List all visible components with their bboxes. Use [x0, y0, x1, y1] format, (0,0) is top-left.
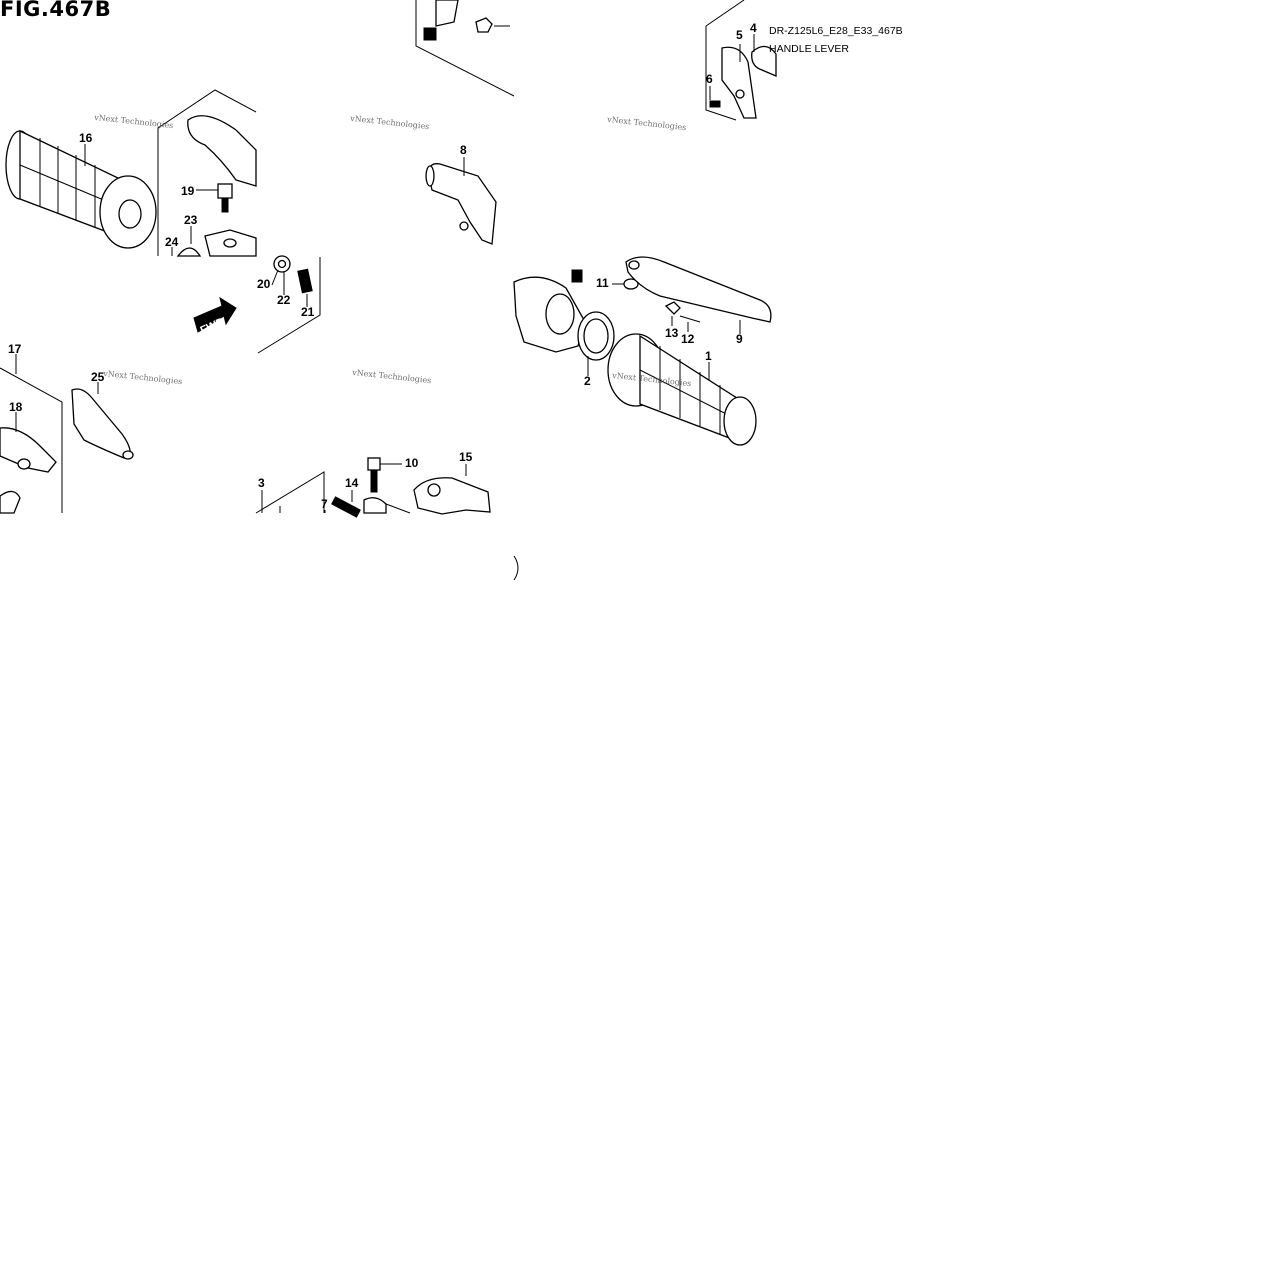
throttle-tube-part: [425, 157, 497, 245]
upper-right-parts: [705, 0, 777, 121]
lower-center-parts: [255, 457, 519, 581]
callout-25: 25: [91, 370, 105, 384]
figure-name: HANDLE LEVER: [769, 43, 849, 55]
callout-14: 14: [345, 476, 359, 490]
callout-22: 22: [277, 293, 291, 307]
clutch-small-parts: [257, 255, 321, 354]
callout-20: 20: [257, 277, 271, 291]
callout-19: 19: [181, 184, 195, 198]
left-lever-box: [157, 89, 257, 257]
callout-15: 15: [459, 450, 473, 464]
left-grip-part: [5, 129, 157, 249]
callout-13: 13: [665, 326, 679, 340]
right-grip-parts: [513, 256, 772, 446]
callout-7: 7: [321, 497, 328, 511]
callout-5: 5: [736, 28, 743, 42]
callout-12: 12: [681, 332, 695, 346]
figure-title: FIG.467B: [0, 0, 112, 21]
fwd-arrow: FWD: [193, 296, 237, 337]
callout-8: 8: [460, 143, 467, 157]
callout-1: 1: [705, 349, 712, 363]
callout-17: 17: [8, 342, 22, 356]
figure-code: DR-Z125L6_E28_E33_467B: [769, 25, 903, 37]
callout-3: 3: [258, 476, 265, 490]
callout-24: 24: [165, 235, 179, 249]
callout-4: 4: [750, 21, 757, 35]
callout-11: 11: [596, 276, 609, 290]
callout-16: 16: [79, 131, 93, 145]
callout-9: 9: [736, 332, 743, 346]
callout-2: 2: [584, 374, 591, 388]
lower-left-parts: [0, 354, 134, 514]
callout-10: 10: [405, 456, 419, 470]
callout-6: 6: [706, 72, 713, 86]
figure-code-block: DR-Z125L6_E28_E33_467B HANDLE LEVER: [769, 22, 903, 58]
callout-18: 18: [9, 400, 23, 414]
top-center-parts: [415, 0, 515, 97]
callout-23: 23: [184, 213, 198, 227]
callout-21: 21: [301, 305, 315, 319]
